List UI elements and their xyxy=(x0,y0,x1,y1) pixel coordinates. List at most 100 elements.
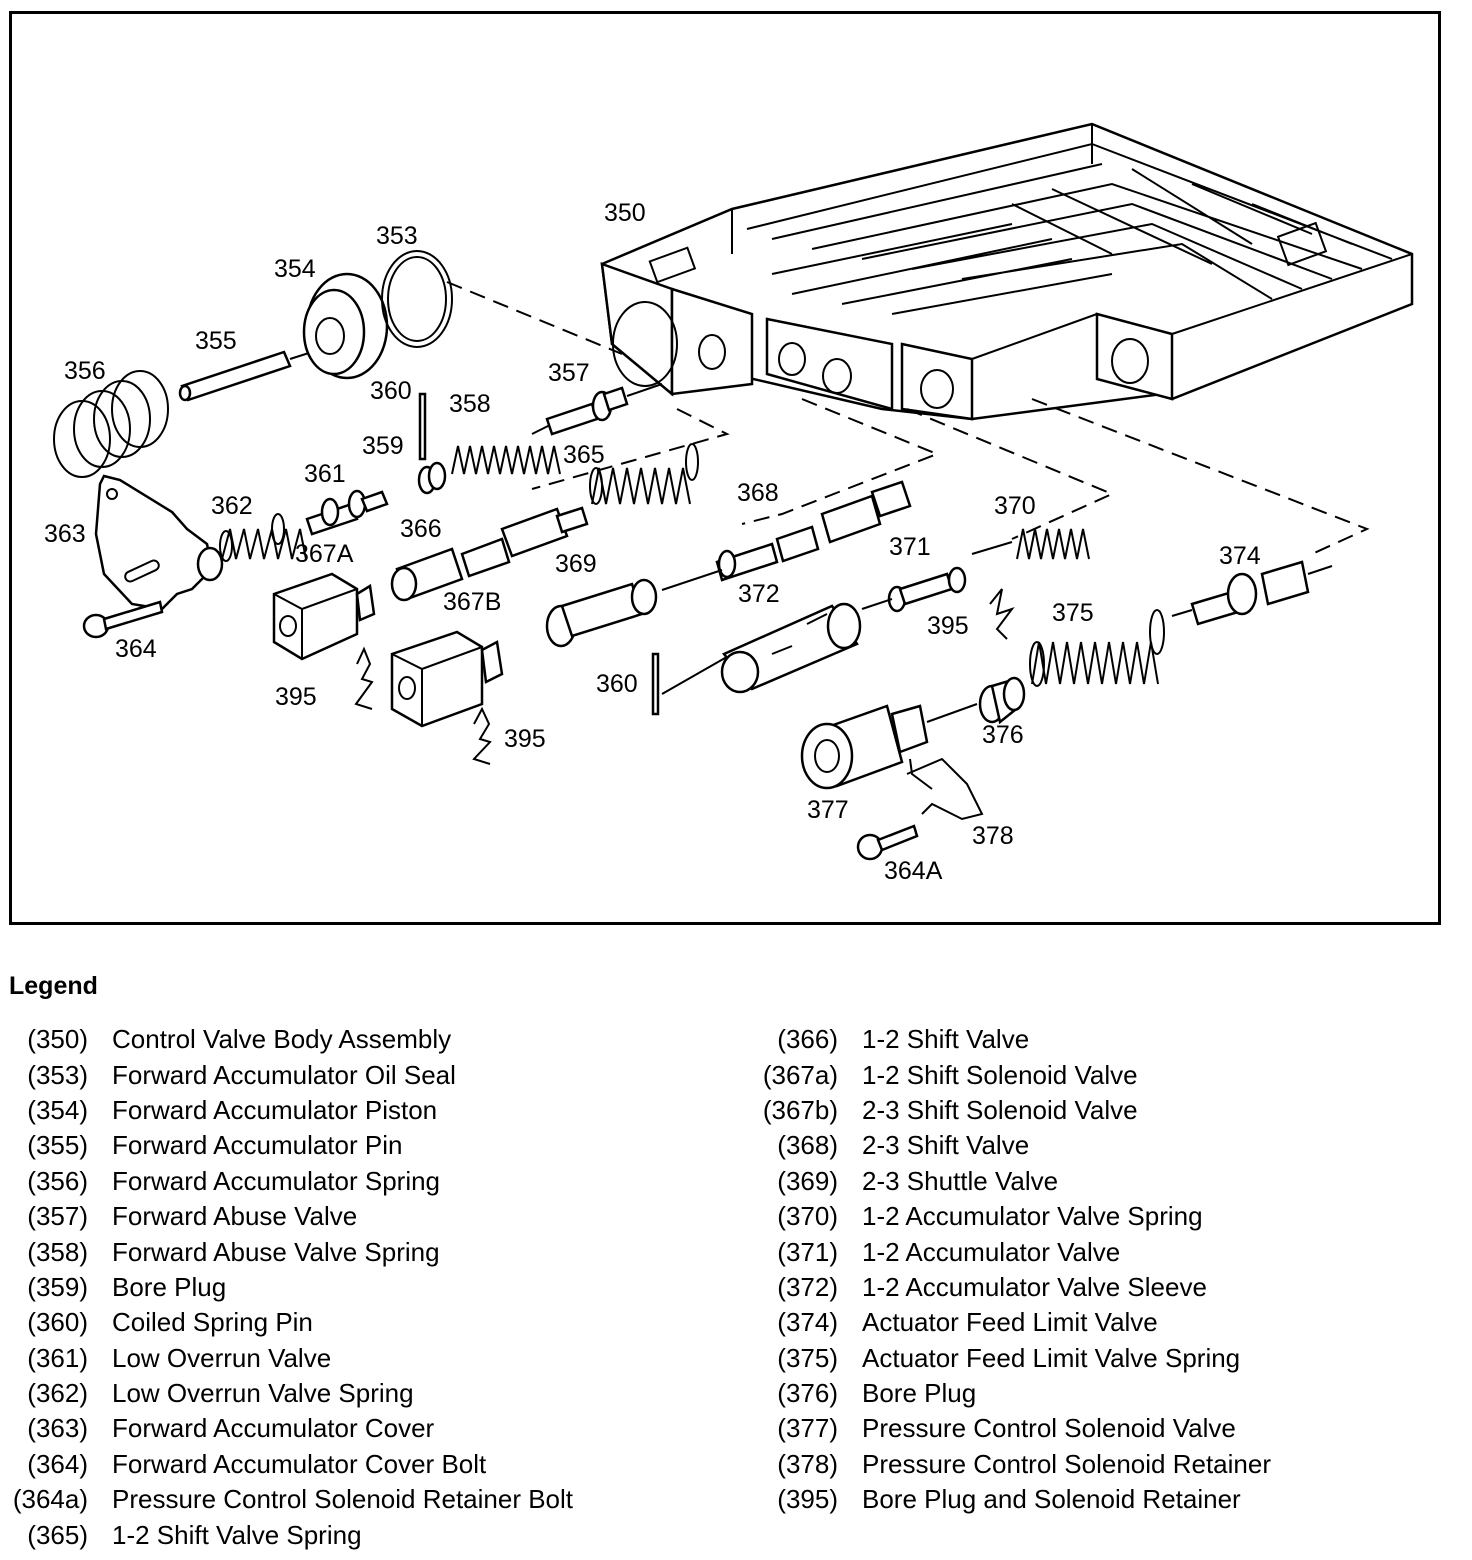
legend-item-description: Control Valve Body Assembly xyxy=(112,1024,452,1055)
legend-item-description: Forward Accumulator Cover xyxy=(112,1413,435,1444)
callout-354: 354 xyxy=(274,255,316,283)
legend-item: (376)Bore Plug xyxy=(754,1376,1271,1411)
legend-item-description: Actuator Feed Limit Valve Spring xyxy=(862,1342,1241,1373)
legend-item-number: (350) xyxy=(27,1024,88,1055)
callout-366: 366 xyxy=(400,515,442,543)
legend-item-number: (357) xyxy=(27,1201,88,1232)
callout-361: 361 xyxy=(304,460,346,488)
legend-item: (378)Pressure Control Solenoid Retainer xyxy=(754,1447,1271,1482)
legend-item-number: (367a) xyxy=(762,1059,838,1090)
forward-accumulator-cover xyxy=(94,474,224,611)
legend-item: (367b)2-3 Shift Solenoid Valve xyxy=(754,1093,1271,1128)
legend-item-description: Forward Accumulator Oil Seal xyxy=(112,1059,456,1090)
legend-item-number: (376) xyxy=(777,1378,838,1409)
legend-item: (359)Bore Plug xyxy=(6,1270,573,1305)
callout-395-middle: 395 xyxy=(504,725,546,753)
legend-item: (374) Actuator Feed Limit Valve xyxy=(754,1305,1271,1340)
actuator-feed-limit-valve xyxy=(1171,560,1333,626)
callout-378: 378 xyxy=(972,822,1014,850)
legend-item-number: (364) xyxy=(27,1448,88,1479)
leader-lines xyxy=(446,281,1370,555)
legend-item-number: (361) xyxy=(27,1342,88,1373)
legend-item-number: (364a) xyxy=(12,1484,88,1515)
callout-355: 355 xyxy=(195,327,237,355)
callout-363: 363 xyxy=(44,520,86,548)
callout-364: 364 xyxy=(115,635,157,663)
legend-item: (354)Forward Accumulator Piston xyxy=(6,1093,573,1128)
legend-item-description: 2-3 Shuttle Valve xyxy=(862,1165,1059,1196)
legend-item: (350) Control Valve Body Assembly xyxy=(6,1022,573,1057)
legend-item: (372)1-2 Accumulator Valve Sleeve xyxy=(754,1270,1271,1305)
legend-item-number: (356) xyxy=(27,1165,88,1196)
callout-374: 374 xyxy=(1219,542,1261,570)
legend-item-number: (374) xyxy=(777,1307,838,1338)
legend-item-number: (395) xyxy=(777,1484,838,1515)
callout-370: 370 xyxy=(994,492,1036,520)
legend-item-description: 1-2 Shift Valve xyxy=(862,1024,1030,1055)
legend-item: (364a)Pressure Control Solenoid Retainer… xyxy=(6,1482,573,1517)
coiled-spring-pin xyxy=(418,392,733,716)
2-3-shift-solenoid-valve xyxy=(390,630,504,728)
callout-358: 358 xyxy=(449,390,491,418)
legend-item-description: Forward Accumulator Pin xyxy=(112,1130,403,1161)
legend-item: (369) 2-3 Shuttle Valve xyxy=(754,1164,1271,1199)
callout-375: 375 xyxy=(1052,599,1094,627)
forward-accumulator-cover-bolt xyxy=(82,600,164,639)
1-2-shift-valve-spring xyxy=(589,443,699,505)
legend-item-number: (375) xyxy=(777,1342,838,1373)
legend-item-description: 1-2 Shift Solenoid Valve xyxy=(862,1059,1138,1090)
legend-item: (368)2-3 Shift Valve xyxy=(754,1128,1271,1163)
legend-item-description: 1-2 Shift Valve Spring xyxy=(112,1519,362,1550)
callout-364a: 364A xyxy=(884,857,943,885)
legend-item: (365) 1-2 Shift Valve Spring xyxy=(6,1517,573,1552)
legend-item-description: 1-2 Accumulator Valve Spring xyxy=(862,1201,1203,1232)
callout-356: 356 xyxy=(64,357,106,385)
forward-accumulator-oil-seal xyxy=(381,250,453,348)
1-2-shift-solenoid-valve xyxy=(272,572,376,661)
legend-item: (358)Forward Abuse Valve Spring xyxy=(6,1234,573,1269)
legend-item-number: (365) xyxy=(27,1519,88,1550)
legend-item-description: Actuator Feed Limit Valve xyxy=(862,1307,1158,1338)
callout-367b: 367B xyxy=(443,588,501,616)
legend-item-description: Low Overrun Valve Spring xyxy=(112,1378,414,1409)
control-valve-body xyxy=(600,122,1414,421)
forward-accumulator-spring xyxy=(53,370,169,478)
legend-item-number: (360) xyxy=(27,1307,88,1338)
legend-item: (353) Forward Accumulator Oil Seal xyxy=(6,1057,573,1092)
legend-item: (395)Bore Plug and Solenoid Retainer xyxy=(754,1482,1271,1517)
1-2-accumulator-valve xyxy=(861,566,967,613)
legend-item: (356)Forward Accumulator Spring xyxy=(6,1164,573,1199)
legend-item: (375) Actuator Feed Limit Valve Spring xyxy=(754,1341,1271,1376)
pressure-control-solenoid-retainer xyxy=(906,757,984,821)
callout-395-right: 395 xyxy=(927,612,969,640)
legend-item-number: (363) xyxy=(27,1413,88,1444)
legend-item-number: (353) xyxy=(27,1059,88,1090)
legend-item-description: Forward Abuse Valve Spring xyxy=(112,1236,440,1267)
forward-accumulator-pin xyxy=(178,350,313,402)
forward-accumulator-piston xyxy=(302,272,389,380)
bore-plug-376 xyxy=(978,676,1026,725)
low-overrun-valve-spring xyxy=(219,513,307,562)
legend-item-number: (354) xyxy=(27,1094,88,1125)
callout-labels: 350 353 354 355 356 360 358 357 359 365 … xyxy=(44,199,1261,885)
pressure-control-solenoid-valve xyxy=(800,703,978,790)
legend-item-number: (369) xyxy=(777,1165,838,1196)
legend-item-description: Low Overrun Valve xyxy=(112,1342,332,1373)
actuator-feed-limit-valve-spring xyxy=(1029,609,1165,687)
1-2-accumulator-valve-sleeve xyxy=(720,602,862,694)
legend-item-number: (362) xyxy=(27,1378,88,1409)
legend-item: (363) Forward Accumulator Cover xyxy=(6,1411,573,1446)
legend-item: (360) Coiled Spring Pin xyxy=(6,1305,573,1340)
legend-item-description: 1-2 Accumulator Valve Sleeve xyxy=(862,1271,1207,1302)
callout-367a: 367A xyxy=(295,540,354,568)
pressure-control-solenoid-retainer-bolt xyxy=(856,824,919,861)
callout-376: 376 xyxy=(982,721,1024,749)
exploded-view-drawing: 350 353 354 355 356 360 358 357 359 365 … xyxy=(44,122,1414,885)
legend-item-number: (378) xyxy=(777,1448,838,1479)
forward-abuse-valve xyxy=(545,383,663,436)
legend-item-description: Coiled Spring Pin xyxy=(112,1307,313,1338)
callout-395-left: 395 xyxy=(275,683,317,711)
callout-360: 360 xyxy=(370,377,412,405)
legend-item: (362) Low Overrun Valve Spring xyxy=(6,1376,573,1411)
legend-item: (366)1-2 Shift Valve xyxy=(754,1022,1271,1057)
